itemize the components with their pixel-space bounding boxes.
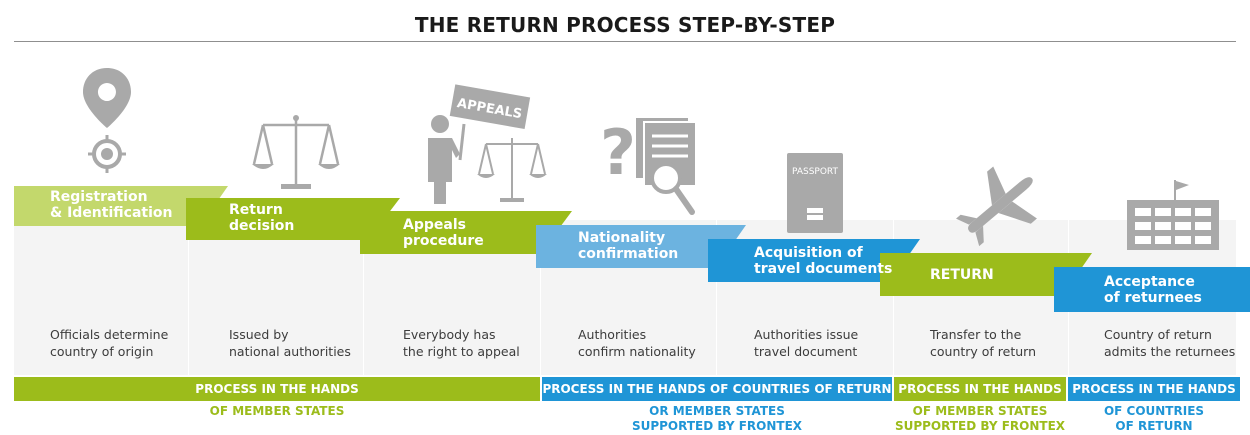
step-ribbon-3	[360, 211, 572, 254]
step-label-registration: Registration& Identification	[50, 189, 173, 221]
svg-text:?: ?	[600, 116, 636, 189]
step-ribbon-4	[536, 225, 746, 268]
location-pin-icon	[83, 68, 131, 173]
step-ribbon-1	[14, 186, 228, 226]
group-bar-countries-of-return: PROCESS IN THE HANDS OF COUNTRIES OF RET…	[542, 377, 892, 401]
passport-icon: PASSPORT	[787, 153, 843, 233]
title-divider	[14, 41, 1236, 42]
page-title: THE RETURN PROCESS STEP-BY-STEP	[414, 13, 836, 37]
step-ribbon-2	[186, 198, 400, 240]
appeal-protester-icon: APPEALS	[428, 84, 547, 204]
group-bar-member-states: PROCESS IN THE HANDS	[14, 377, 540, 401]
airplane-icon	[956, 166, 1037, 247]
column-divider	[716, 220, 717, 375]
group-bar-countries-of-return-final: PROCESS IN THE HANDS	[1068, 377, 1240, 401]
building-flag-icon	[1127, 180, 1219, 250]
group-subtitle-member-states: OF MEMBER STATES	[209, 404, 345, 418]
passport-label: PASSPORT	[792, 167, 839, 177]
step-ribbon-6	[880, 253, 1092, 296]
step-ribbon-5	[708, 239, 920, 282]
column-divider	[893, 220, 894, 375]
group-bar-frontex-member-states: PROCESS IN THE HANDS	[894, 377, 1066, 401]
column-divider	[363, 220, 364, 375]
scales-icon	[252, 115, 340, 189]
step-ribbon-7	[1054, 267, 1250, 312]
step-label-return: RETURN	[930, 267, 994, 283]
column-divider	[188, 220, 189, 375]
question-document-icon: ?	[600, 116, 697, 215]
column-divider	[540, 220, 541, 375]
